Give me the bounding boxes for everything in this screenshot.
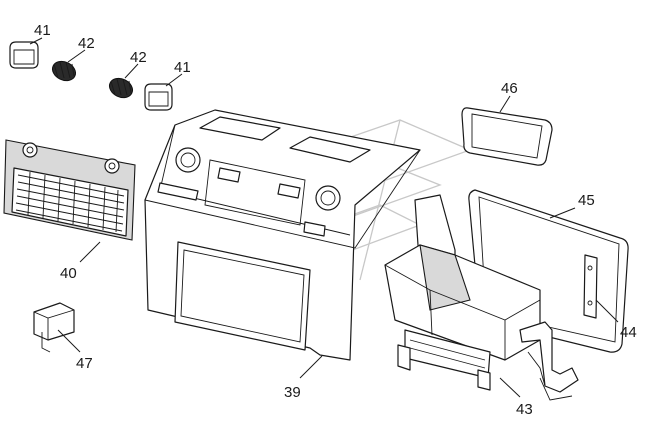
part-42-knob-right	[108, 77, 134, 99]
callout-43: 43	[516, 401, 533, 418]
leader-lines	[29, 37, 619, 398]
part-43-heater-unit	[384, 194, 579, 401]
part-41-cap-right	[144, 83, 173, 111]
callout-labels: 41 42 42 41 46 45 40 44 47 39 43	[34, 22, 637, 418]
part-42-knob-left	[51, 60, 77, 82]
grille-holes	[15, 171, 125, 233]
callout-39: 39	[284, 384, 301, 401]
callout-44: 44	[620, 324, 637, 341]
callout-46: 46	[501, 80, 518, 97]
part-46-window-frame	[461, 107, 553, 166]
callout-42-left: 42	[78, 35, 95, 52]
callout-41-right: 41	[174, 59, 191, 76]
callout-41-left: 41	[34, 22, 51, 39]
part-41-cap-left	[9, 41, 39, 69]
part-47-small-box	[33, 302, 75, 353]
callout-47: 47	[76, 355, 93, 372]
part-40-grille-panel	[3, 139, 136, 241]
part-39-console-housing	[144, 109, 421, 361]
callout-40: 40	[60, 265, 77, 282]
callout-42-right: 42	[130, 49, 147, 66]
part-44-bracket	[583, 254, 598, 319]
callout-45: 45	[578, 192, 595, 209]
